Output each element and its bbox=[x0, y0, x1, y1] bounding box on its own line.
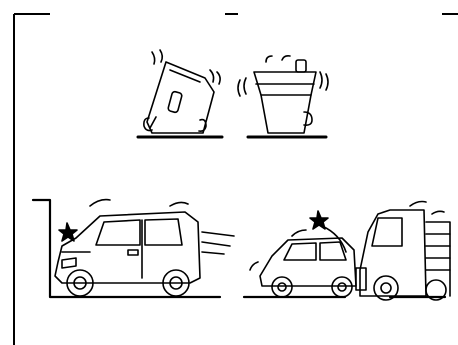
truck-rear-ending-car-icon bbox=[244, 202, 450, 301]
rolling-car-tilted-icon bbox=[138, 50, 222, 137]
upside-down-car-icon bbox=[238, 56, 328, 137]
car-hitting-wall-icon bbox=[33, 200, 234, 297]
